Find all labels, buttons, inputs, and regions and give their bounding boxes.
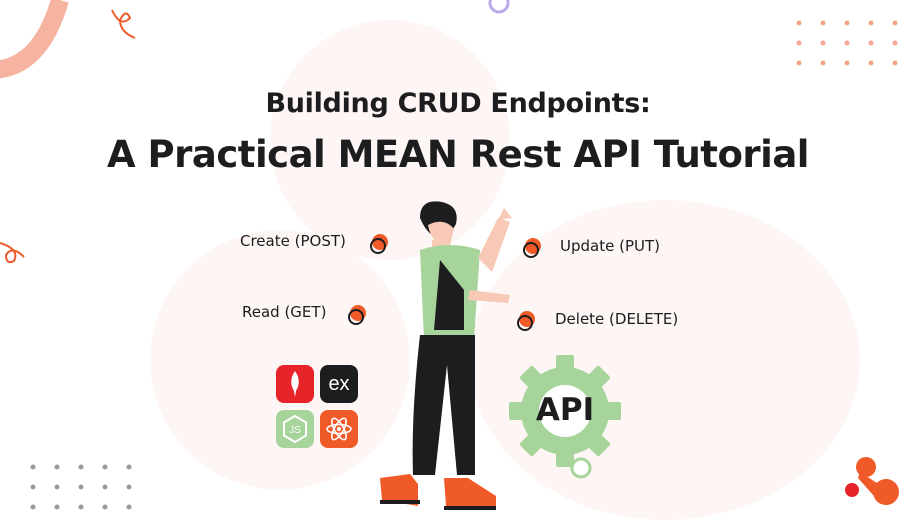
- api-gear-label: API: [535, 392, 595, 428]
- bullet-dot-icon: [348, 305, 366, 325]
- squiggle-decoration: [0, 242, 25, 264]
- react-icon: [320, 410, 358, 448]
- squiggle-decoration: [111, 9, 136, 39]
- dot-grid-bottom-left: [30, 464, 132, 510]
- person-illustration: [380, 201, 512, 510]
- endpoint-update-label: Update (PUT): [560, 237, 660, 255]
- endpoint-create-label: Create (POST): [240, 232, 346, 250]
- express-icon: ex: [320, 365, 358, 403]
- mongodb-icon: [276, 365, 314, 403]
- title-line-1: Building CRUD Endpoints:: [265, 88, 651, 119]
- title-line-2: A Practical MEAN Rest API Tutorial: [107, 133, 809, 176]
- corner-arc-decoration: [0, 0, 69, 79]
- svg-text:JS: JS: [289, 425, 301, 436]
- bullet-dot-icon: [523, 238, 541, 258]
- endpoint-delete-label: Delete (DELETE): [555, 310, 679, 328]
- nodejs-icon: JS: [276, 410, 314, 448]
- bullet-dot-icon: [370, 234, 388, 254]
- bullet-dot-icon: [517, 311, 535, 331]
- api-gear-icon: [509, 355, 621, 479]
- express-text: ex: [328, 372, 350, 395]
- molecule-decoration: [845, 457, 899, 505]
- ring-decoration: [488, 0, 510, 14]
- endpoint-read-label: Read (GET): [242, 303, 327, 321]
- background-blob: [270, 20, 510, 260]
- dot-grid-top-right: [796, 20, 898, 66]
